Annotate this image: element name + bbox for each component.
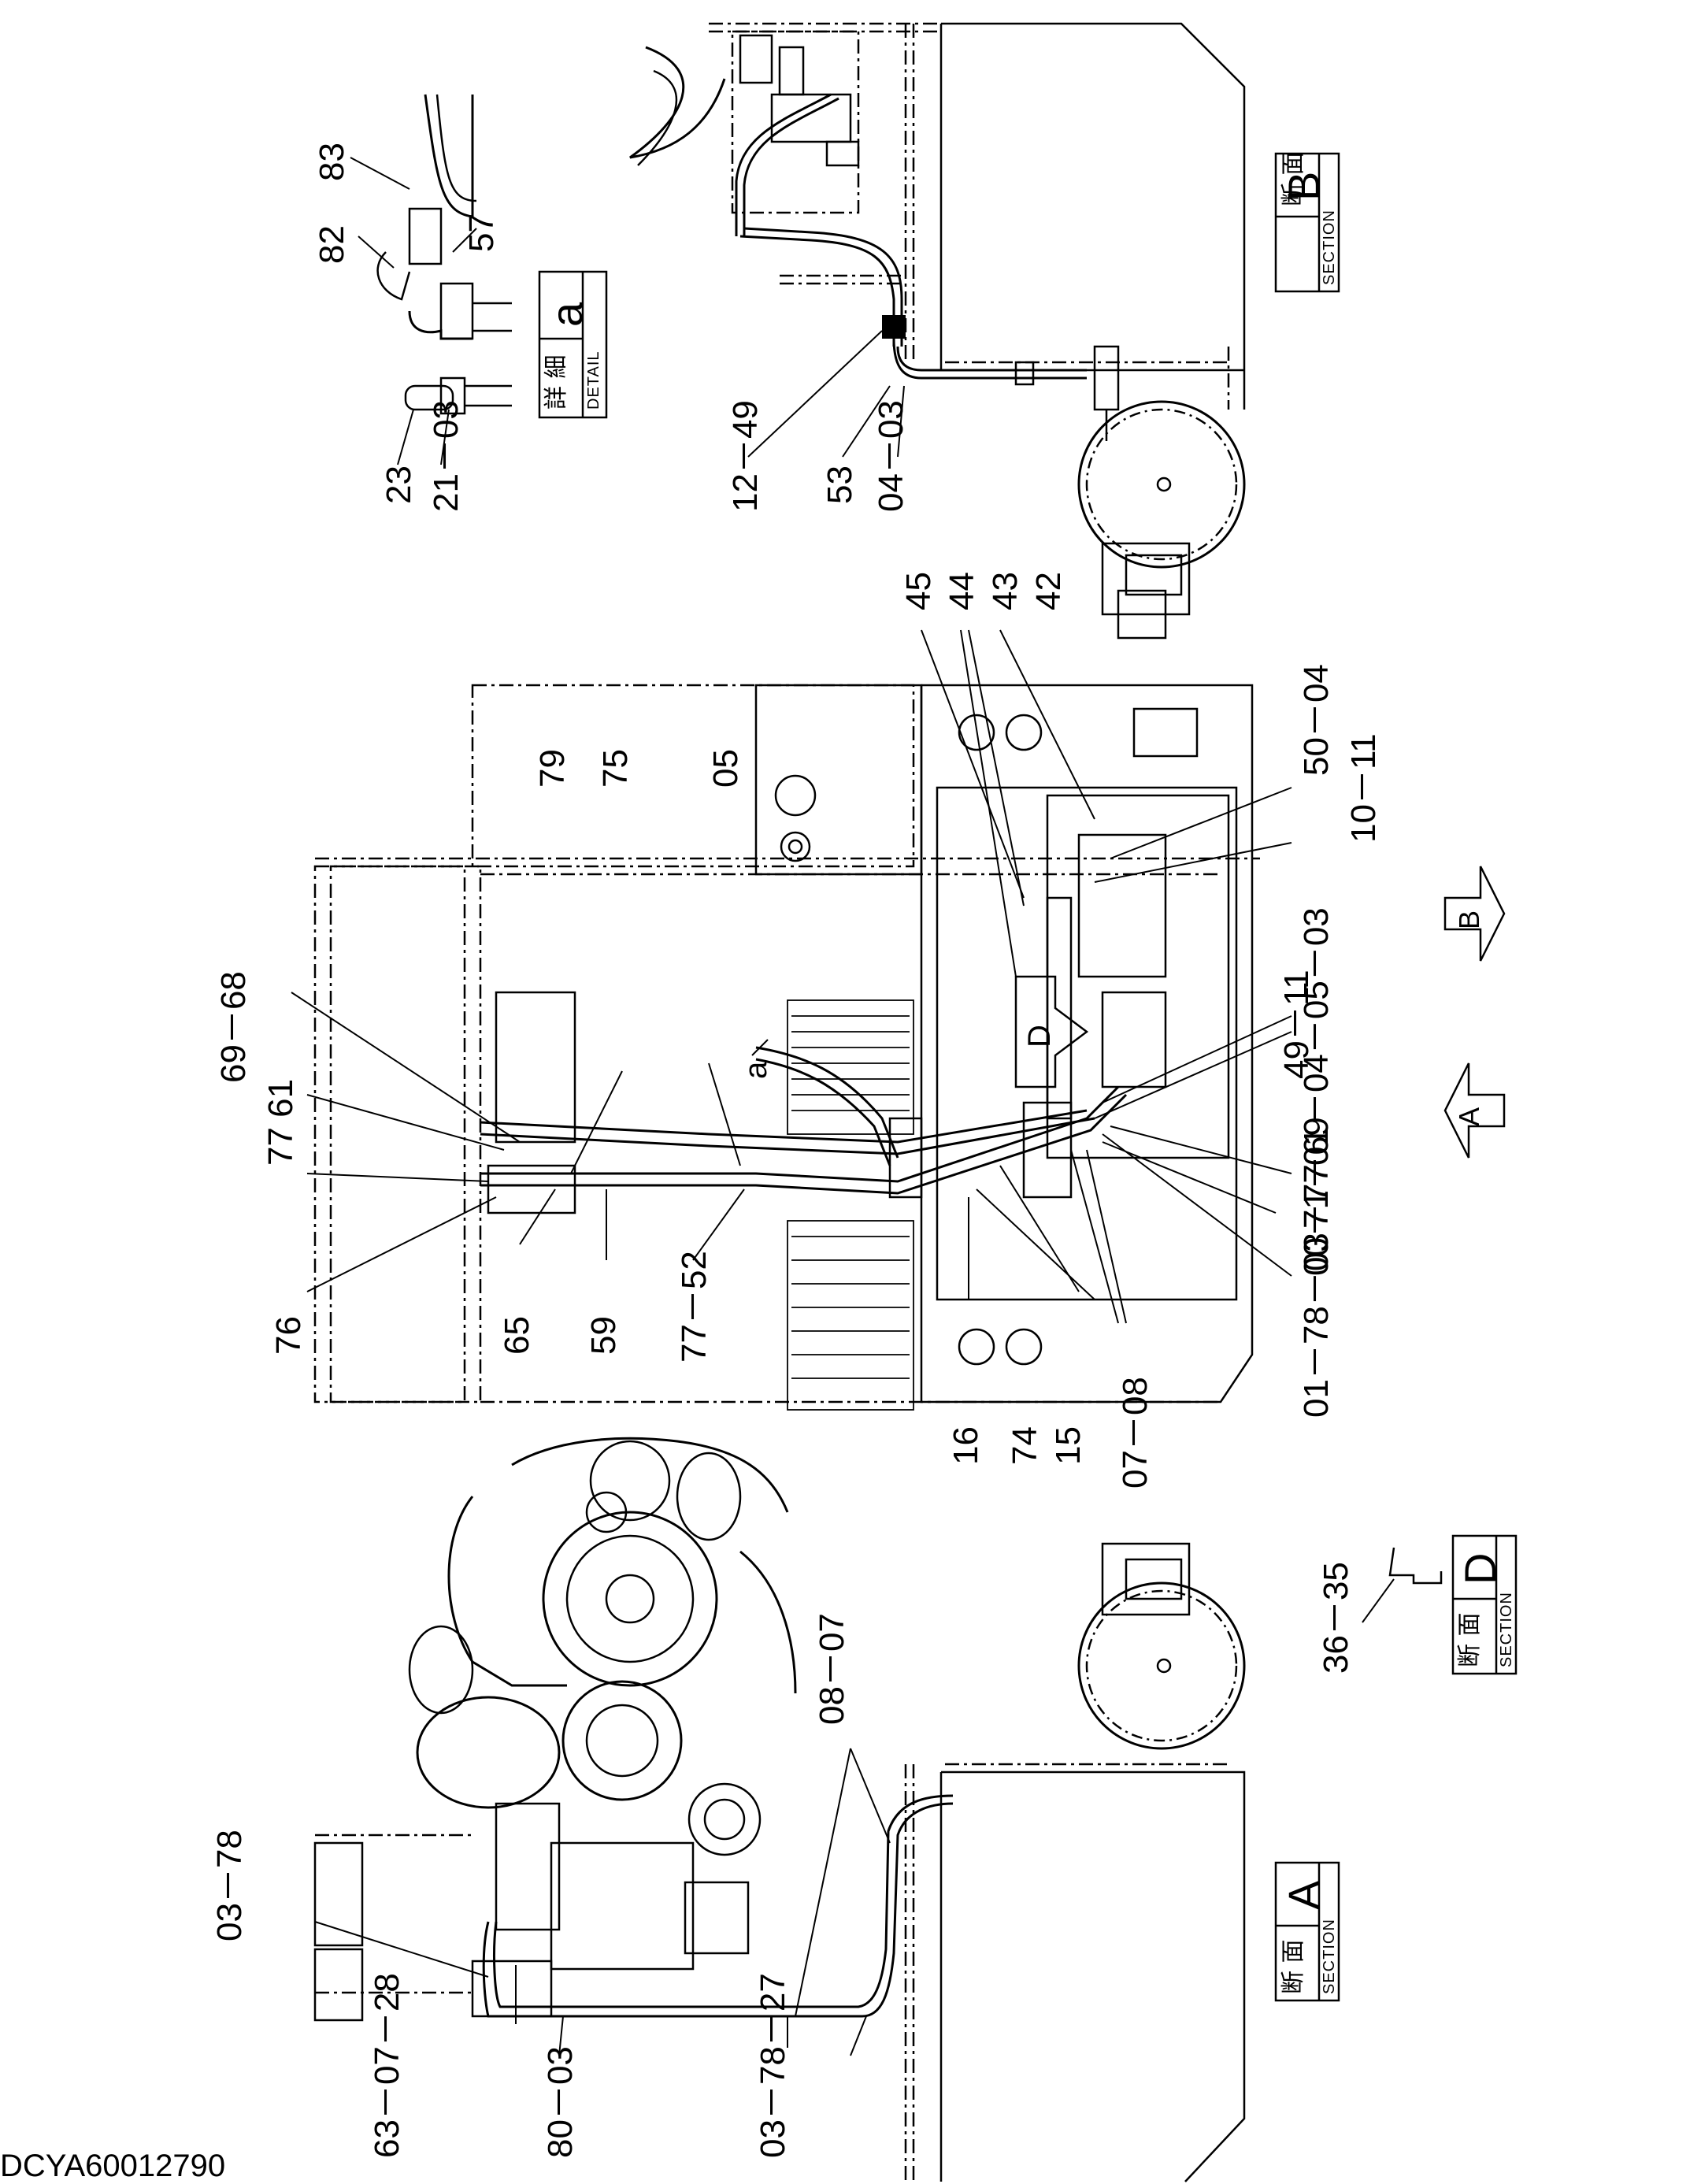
callout-10-11-text: 10－11 [1344,733,1383,843]
callout-77-61: 77 61 [261,1078,300,1166]
section-a-leaders [314,1748,891,2056]
section-b-leaders [747,330,905,458]
callout-45: 45 [899,572,938,610]
detail-a-view [376,94,512,415]
detail-marker-a: a [739,1061,773,1079]
callout-75: 75 [596,749,635,788]
view-arrow-a-letter: A [1453,1107,1485,1126]
section-b-en-label: SECTION [1321,210,1338,285]
detail-a-en-label: DETAIL [585,350,602,410]
section-b-box-frame [1274,152,1340,293]
detail-a-letter: a [542,302,591,327]
callout-83: 83 [313,143,351,181]
callout-16: 16 [947,1426,985,1465]
callout-03-78-top: 03－78 [210,1830,249,1941]
callout-42: 42 [1029,572,1068,610]
detail-a-jp-label: 詳 細 [543,354,570,410]
callout-77-52: 77－52 [675,1251,713,1363]
section-b-view [629,22,1246,640]
callout-76: 76 [269,1316,308,1355]
callout-15: 15 [1049,1426,1088,1465]
section-d-leader [1362,1578,1395,1623]
callout-01-78-03: 01－78－03 [1297,1233,1336,1418]
callout-80-03: 80－03 [541,2046,580,2158]
section-a-letter: A [1279,1880,1329,1910]
callout-50-04: 50－04 [1297,664,1336,776]
callout-63-07-28: 63－07－28 [368,1973,406,2158]
callout-69-68: 69－68 [214,971,253,1083]
callout-23: 23 [380,465,418,504]
callout-07-08: 07－08 [1116,1377,1154,1489]
callout-03-78-27: 03－78－27 [754,1973,792,2158]
section-a-box-frame [1274,1861,1340,2002]
callout-04-03: 04－03 [872,400,910,512]
detail-a-leaders [350,157,477,465]
view-arrow-b-letter: B [1453,910,1485,929]
detail-a-box-frame [538,270,608,419]
section-a-view [313,1437,1246,2182]
callout-44: 44 [943,572,981,610]
callout-53: 53 [821,465,859,504]
callout-12-49: 12－49 [726,400,765,512]
center-plan-view [313,684,1260,1411]
callout-05: 05 [706,749,745,788]
document-id: DCYA60012790 [0,2149,226,2183]
callout-43: 43 [986,572,1025,610]
section-d-box-frame [1388,1534,1518,1675]
view-direction-arrows [1443,866,1506,1159]
callout-79: 79 [533,749,572,788]
callout-65: 65 [498,1316,536,1355]
callout-59: 59 [584,1316,623,1355]
section-d-letter: D [1455,1552,1505,1585]
section-a-jp-label: 断 面 [1280,1939,1307,1994]
section-b-letter: B [1279,171,1329,201]
callout-21-03: 21－03 [427,400,465,512]
section-d-jp-label: 断 面 [1456,1612,1484,1667]
center-leaders [291,629,1292,1324]
view-arrow-d-letter: D [1022,1025,1057,1048]
callout-82: 82 [313,225,351,264]
section-a-en-label: SECTION [1321,1919,1338,1994]
callout-36-35: 36－35 [1317,1562,1355,1674]
section-d-en-label: SECTION [1498,1592,1515,1667]
callout-74: 74 [1006,1426,1044,1465]
callout-57: 57 [462,213,501,252]
callout-08-07: 08－07 [813,1613,851,1725]
